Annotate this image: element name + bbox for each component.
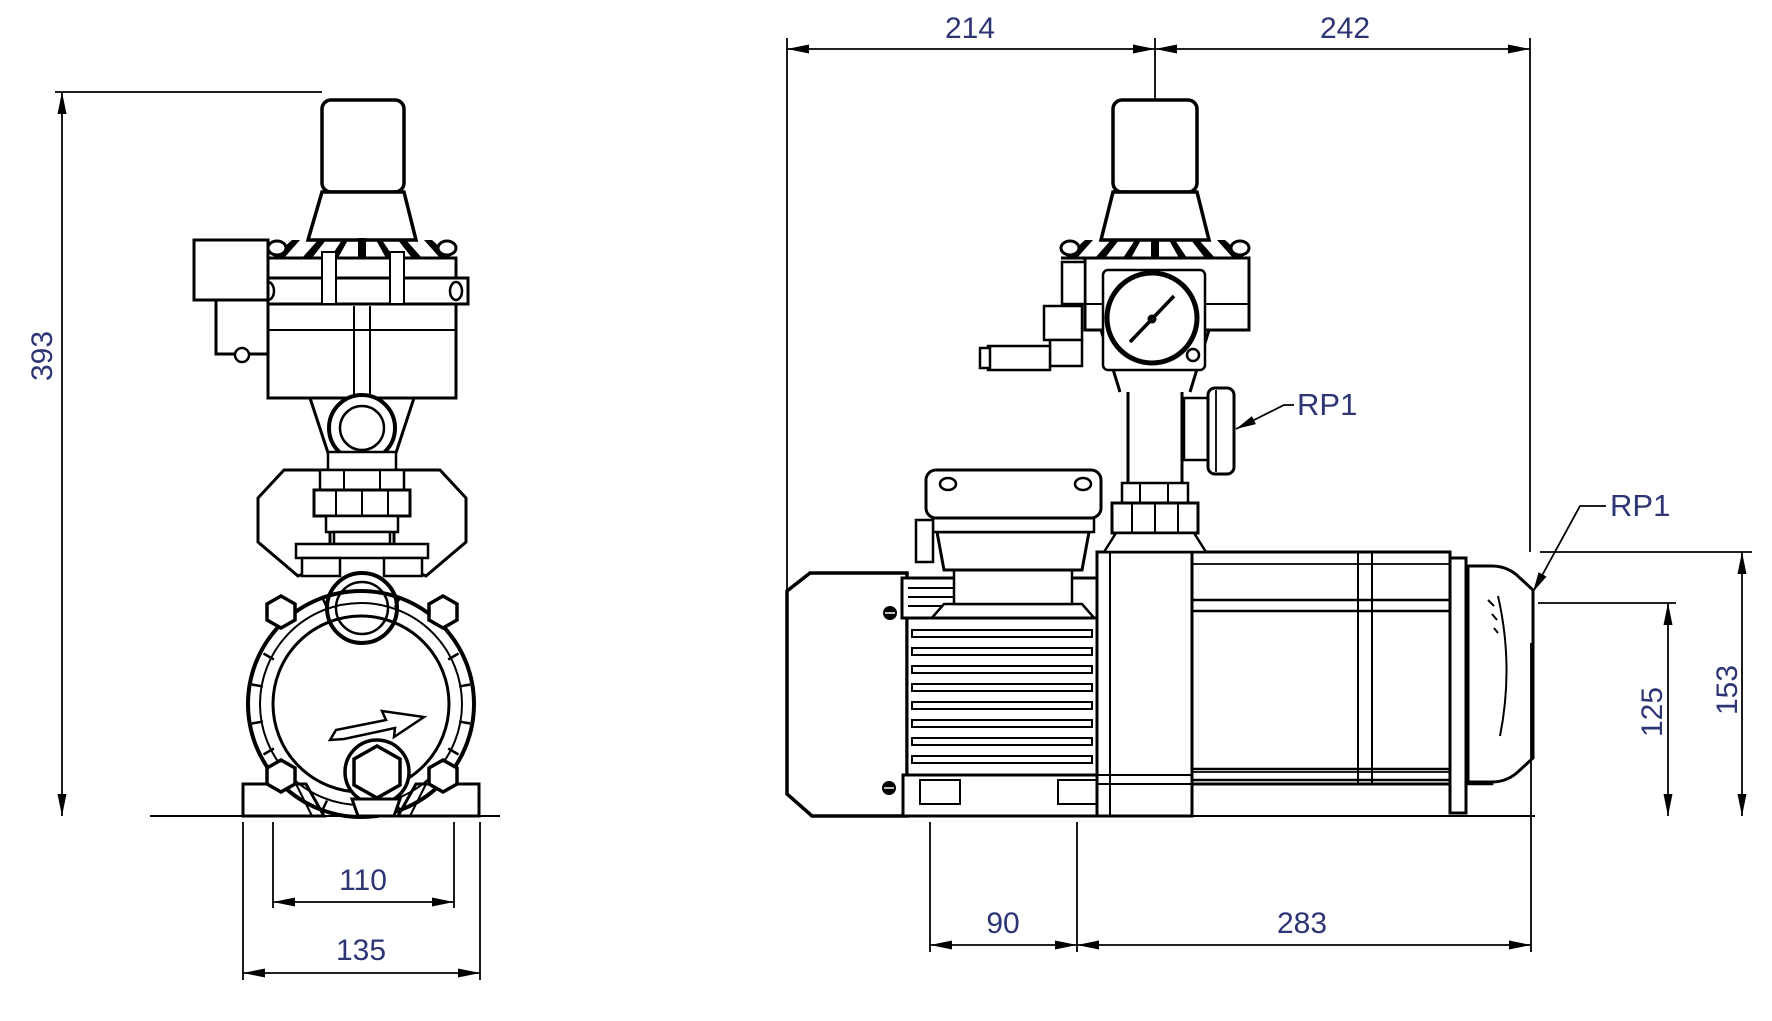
dim-90-text: 90 <box>986 907 1019 940</box>
front-ejector-body <box>256 450 468 578</box>
dim-153-text: 153 <box>1711 665 1744 715</box>
tie-rods <box>1192 598 1466 782</box>
front-view: 393 110 135 <box>26 91 500 980</box>
side-view: 214 242 90 283 125 <box>785 12 1752 952</box>
dim-135-text: 135 <box>336 934 386 967</box>
pump-end-cap <box>1466 564 1535 784</box>
dim-283-text: 283 <box>1277 907 1327 940</box>
motor-fan-cover <box>785 571 909 818</box>
dim-port-height: 125 <box>1538 602 1676 816</box>
pump-suction-casing <box>1095 550 1194 818</box>
side-controller-knob <box>1098 98 1212 242</box>
front-controller-knob <box>305 98 419 242</box>
side-controller-fins <box>1059 238 1251 260</box>
check-valve-bracket <box>1182 396 1210 462</box>
dim-125-text: 125 <box>1636 687 1669 737</box>
dim-foot-hole-spacing: 110 <box>272 822 455 908</box>
discharge-port-flange <box>1206 386 1236 476</box>
motor-fin-block <box>905 616 1099 777</box>
front-pump-housing <box>246 589 476 819</box>
side-controller <box>978 256 1251 372</box>
dim-214-text: 214 <box>945 12 995 45</box>
motor-foot <box>901 773 1100 818</box>
label-rp1-discharge: RP1 <box>1297 387 1357 422</box>
leader-rp1-suction: RP1 <box>1532 488 1670 593</box>
front-switch-body <box>254 251 470 400</box>
front-inlet-port <box>325 571 399 645</box>
dim-overall-height: 393 <box>26 91 322 816</box>
housing-bolts <box>265 593 459 795</box>
dim-242-text: 242 <box>1320 12 1370 45</box>
dim-top-chain: 214 242 <box>786 12 1531 591</box>
dim-393-text: 393 <box>26 331 59 381</box>
dim-top-height: 153 <box>1540 551 1752 816</box>
rotation-arrow-icon <box>327 709 428 742</box>
pump-end-plate <box>1448 556 1468 815</box>
label-rp1-suction: RP1 <box>1610 488 1670 523</box>
pump-cylinder <box>1190 550 1535 815</box>
pressure-gauge <box>1101 268 1207 372</box>
dim-110-text: 110 <box>339 864 387 897</box>
leader-rp1-discharge: RP1 <box>1235 387 1357 430</box>
dim-base-width: 135 <box>242 822 481 980</box>
front-cable-box <box>192 238 270 364</box>
side-port-stub <box>986 344 1052 372</box>
thread-ticks <box>1487 599 1499 634</box>
terminal-box <box>914 468 1103 622</box>
dim-bottom-chain: 90 283 <box>929 643 1532 952</box>
drain-plug <box>343 738 411 818</box>
front-controller-fins <box>266 238 458 260</box>
